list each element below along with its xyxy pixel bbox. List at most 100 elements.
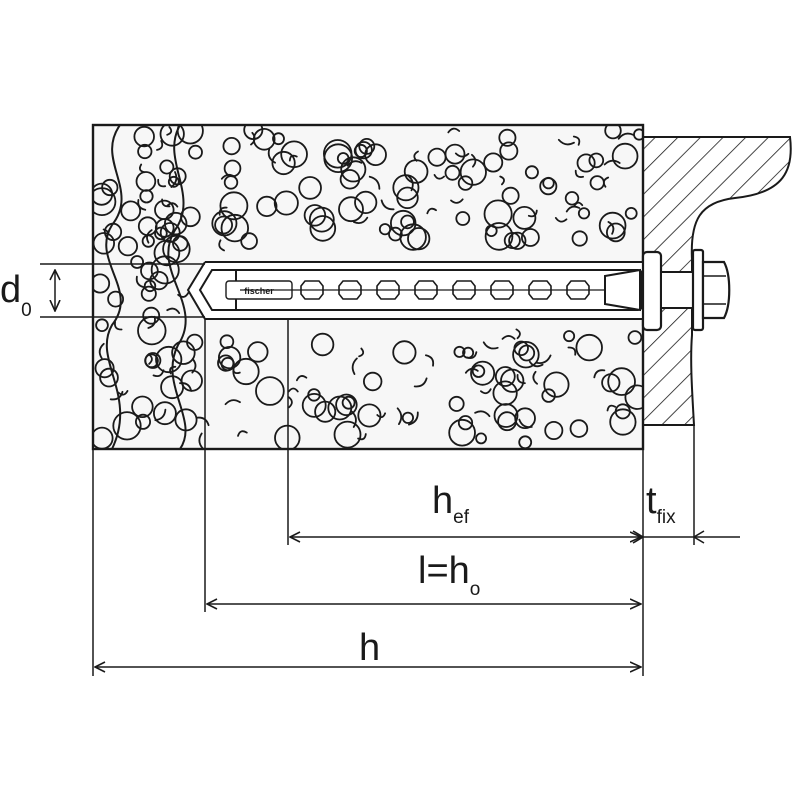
aggregate-fragment [358,347,365,358]
aggregate-fragment [593,369,606,379]
aggregate-stone [576,153,596,173]
aggregate-stone [93,232,115,255]
aggregate-stone [247,341,269,363]
aggregate-fragment [482,341,499,350]
aggregate-stone [117,236,139,257]
aggregate-fragment [603,159,621,166]
aggregate-stone [518,435,533,449]
aggregate-stone [133,125,155,148]
aggregate-stone [298,176,322,200]
aggregate-fragment [166,126,173,136]
aggregate-stone [614,403,631,420]
aggregate-stone [455,211,471,226]
aggregate-stone [131,395,154,419]
aggregate-stone [494,366,516,387]
aggregate-fragment [156,140,164,151]
aggregate-stone [140,261,159,281]
aggregate-stone [448,395,465,412]
aggregate-stone [563,330,576,343]
aggregate-stone [357,403,382,428]
aggregate-stone [214,215,234,235]
aggregate-fragment [353,216,369,224]
aggregate-stone [217,354,235,372]
aggregate-stone [142,306,161,325]
aggregate-stone [459,158,487,186]
aggregate-fragment [346,160,363,167]
fixture-hatched-body [642,136,792,426]
aggregate-fragment [396,407,403,425]
aggregate-stone [392,174,420,202]
aggregate-fragment [617,132,635,140]
aggregate-fragment [413,150,419,162]
dimension-h: h [95,627,641,669]
aggregate-fragment [554,217,568,223]
aggregate-stone [512,341,540,369]
aggregate-fragment [250,131,256,146]
aggregate-stone [159,159,175,175]
concrete-break-line-left [105,124,123,450]
aggregate-fragment [532,370,538,385]
aggregate-fragment [154,408,167,422]
aggregate-fragment [518,418,533,429]
aggregate-fragment [466,351,478,359]
aggregate-fragment [557,138,575,146]
aggregate-stone [172,235,189,252]
aggregate-stone [444,164,461,181]
aggregate-fragment [267,148,276,164]
aggregate-stone [139,189,154,204]
aggregate-stone [390,209,417,237]
aggregate-stone [94,358,115,379]
aggregate-stone [427,147,447,167]
aggregate-stone [569,419,589,438]
aggregate-stone [353,143,368,158]
aggregate-stone [611,142,639,170]
aggregate-stone [188,144,203,160]
aggregate-fragment [501,335,516,340]
aggregate-stone [340,156,367,183]
aggregate-fragment [433,174,445,180]
aggregate-stone [163,211,188,236]
aggregate-fragment [218,206,228,216]
aggregate-stone [500,368,525,393]
aggregate-stone [338,196,364,223]
washer [691,248,705,332]
aggregate-stone [152,401,177,426]
aggregate-stone [541,388,556,403]
aggregate-stone [607,367,636,396]
aggregate-stone [93,426,114,449]
aggregate-fragment [376,412,386,419]
aggregate-stone [508,231,527,250]
aggregate-stone [501,186,520,205]
aggregate-fragment [480,388,492,395]
aggregate-fragment [471,153,477,168]
aggregate-stone [141,234,155,248]
aggregate-stone [484,222,514,251]
aggregate-stone [483,152,504,173]
washer-collar [641,250,663,332]
aggregate-fragment [528,360,544,368]
aggregate-fragment [237,430,248,437]
aggregate-fragment [218,239,225,252]
aggregate-fragment [516,374,526,385]
aggregate-fragment [474,410,491,418]
aggregate-fragment [606,404,617,412]
aggregate-stone [339,169,361,190]
aggregate-stone [309,215,337,242]
aggregate-stone [144,352,162,369]
aggregate-stone [220,213,250,243]
aggregate-stone [303,204,327,227]
aggregate-fragment [161,198,171,208]
aggregate-stone [120,200,142,222]
aggregate-fragment [406,174,414,192]
aggregate-fragment [515,328,521,340]
aggregate-fragment [287,396,293,409]
aggregate-stone [256,195,278,217]
extension-lines [92,319,695,676]
aggregate-fragment [425,354,435,367]
aggregate-fragment [499,175,505,186]
aggregate-stone [457,175,474,191]
aggregate-fragment [287,387,299,393]
aggregate-stone [240,232,258,250]
anchor-brand-text: fischer [244,286,274,296]
aggregate-stone [588,152,605,169]
